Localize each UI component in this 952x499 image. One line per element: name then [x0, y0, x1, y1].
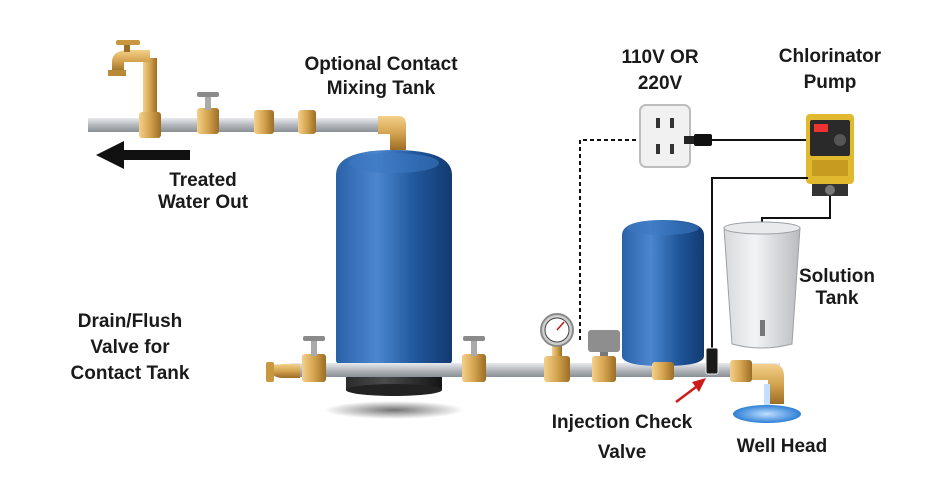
label-pump: Chlorinator Pump: [760, 46, 900, 94]
wall-outlet-icon: [639, 104, 691, 168]
label-treated-line1: Treated: [169, 170, 237, 191]
label-drain-line2: Valve for: [90, 337, 170, 358]
top-union-icon: [254, 110, 316, 134]
label-treated: Treated Water Out: [138, 170, 268, 214]
injection-pointer-arrow: [675, 378, 706, 403]
label-pump-line2: Pump: [803, 72, 857, 93]
label-drain-line3: Contact Tank: [70, 363, 190, 384]
pressure-gauge-icon: [540, 313, 574, 382]
label-wellhead: Well Head: [736, 436, 828, 457]
label-solution-line1: Solution: [799, 266, 875, 287]
label-injection: Injection Check Valve: [534, 412, 710, 464]
top-pipe: [88, 118, 400, 132]
label-pump-line1: Chlorinator: [778, 46, 882, 67]
pump-cord: [684, 134, 812, 146]
label-injection-line1: Injection Check: [551, 412, 693, 433]
label-contact-tank-line1: Optional Contact: [304, 54, 458, 75]
label-power-line1: 110V OR: [621, 47, 699, 68]
flow-arrow-left-icon: [96, 141, 190, 169]
well-head-icon: [730, 360, 801, 423]
label-drain-line1: Drain/Flush: [77, 311, 183, 332]
label-treated-line2: Water Out: [157, 192, 249, 213]
label-solution: Solution Tank: [782, 266, 892, 310]
label-drain: Drain/Flush Valve for Contact Tank: [55, 311, 205, 385]
label-power-line2: 220V: [637, 73, 683, 94]
injection-check-valve-icon: [705, 347, 719, 375]
faucet-icon: [108, 40, 161, 138]
label-injection-line2: Valve: [597, 442, 647, 463]
contact-tank: [324, 150, 464, 419]
pressure-tank: [622, 220, 704, 380]
top-elbow-icon: [378, 116, 406, 150]
power-wire: [579, 139, 640, 340]
drain-valve-icon: [266, 336, 326, 382]
chlorinator-pump-icon: [806, 114, 854, 196]
label-solution-line2: Tank: [815, 288, 859, 309]
label-contact-tank: Optional Contact Mixing Tank: [283, 54, 479, 100]
solution-tank: [723, 221, 801, 349]
label-contact-tank-line2: Mixing Tank: [326, 78, 436, 99]
label-power: 110V OR 220V: [600, 47, 720, 95]
top-valve-icon: [197, 92, 219, 134]
tank-outlet-valve-icon: [462, 336, 486, 382]
pressure-switch-icon: [588, 330, 620, 382]
